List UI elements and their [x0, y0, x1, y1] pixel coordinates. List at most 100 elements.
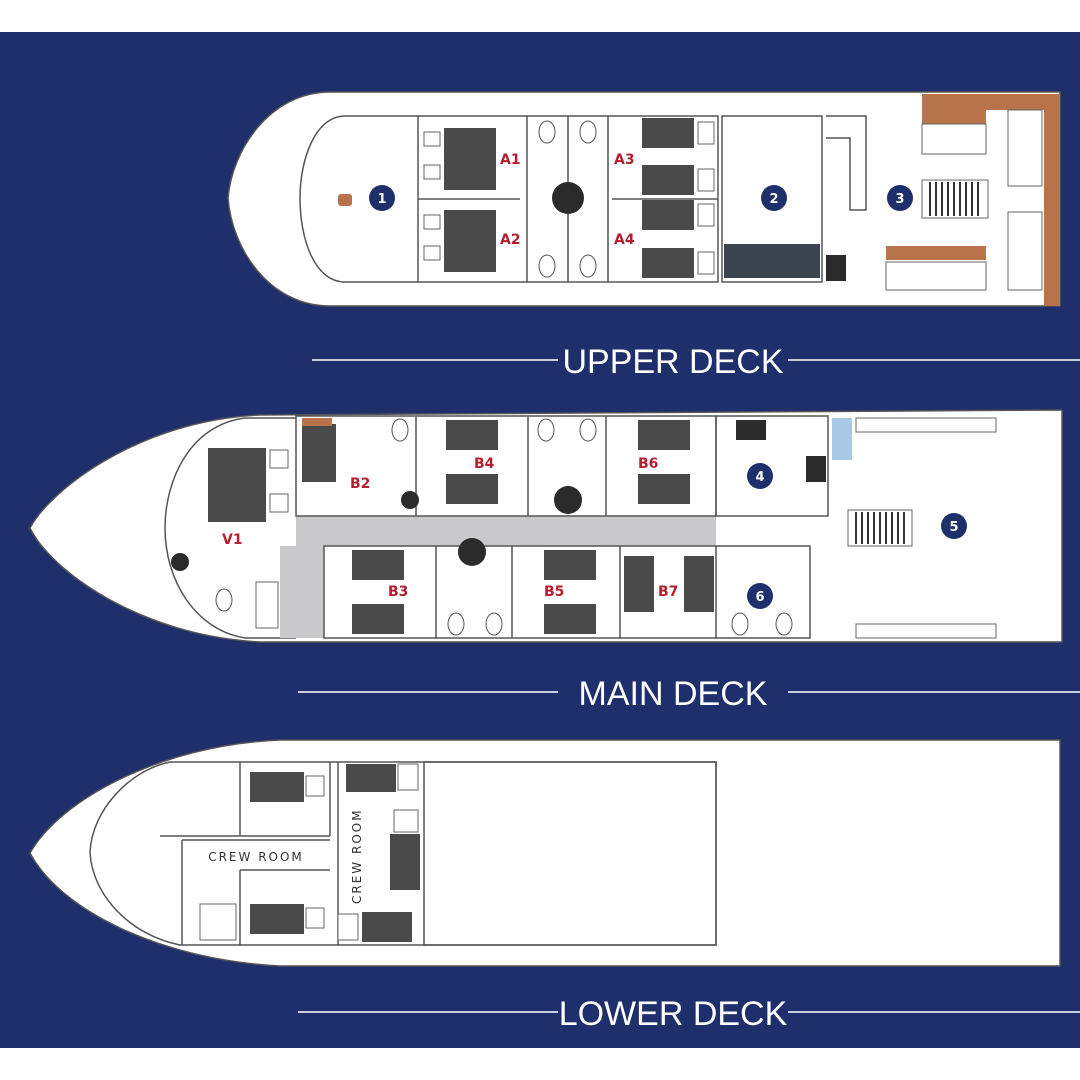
- stairs-steps: [929, 182, 979, 216]
- bed-headboard: [302, 418, 332, 426]
- marker-2: [761, 185, 787, 211]
- bed: [624, 556, 654, 612]
- pillow: [423, 131, 441, 147]
- bench: [855, 623, 997, 639]
- sofa-icon: [724, 244, 820, 278]
- pillow: [305, 907, 325, 929]
- corridor: [296, 516, 716, 546]
- deck-wood-rail: [922, 94, 1060, 306]
- marker-4-label: 4: [755, 470, 764, 485]
- cabin-label-b3: B3: [388, 584, 408, 600]
- toilet-icon: [485, 612, 503, 636]
- stairs-steps: [855, 512, 905, 544]
- toilet-icon: [579, 120, 597, 144]
- main-deck-title: MAIN DECK: [579, 675, 768, 713]
- main-deck: B2 B3 B4 B5 B6 B7 V1 4 5 6: [29, 409, 1063, 643]
- pillow: [423, 164, 441, 180]
- bed: [684, 556, 714, 612]
- marker-1-label: 1: [377, 192, 386, 207]
- pillow: [697, 203, 715, 227]
- cabin-label-b2: B2: [350, 476, 370, 492]
- cabin-label-b6: B6: [638, 456, 658, 472]
- bed: [638, 420, 690, 450]
- helm-icon: [338, 194, 352, 206]
- toilet-icon: [537, 418, 555, 442]
- shower-icon: [552, 182, 584, 214]
- sunbed: [922, 110, 986, 124]
- pillow: [697, 121, 715, 145]
- pillow: [697, 168, 715, 192]
- shower-icon: [458, 538, 486, 566]
- lower-deck-title: LOWER DECK: [559, 995, 788, 1033]
- marker-2-label: 2: [769, 192, 778, 207]
- toilet-icon: [731, 612, 749, 636]
- upper-bow-wall: [299, 115, 418, 283]
- bed: [544, 604, 596, 634]
- marker-3: [887, 185, 913, 211]
- crew-room-label-vertical: CREW ROOM: [350, 808, 364, 904]
- fridge-icon: [832, 418, 852, 460]
- pillow: [423, 214, 441, 230]
- main-bow-wall: [164, 417, 296, 639]
- bed: [642, 248, 694, 278]
- pillow: [305, 775, 325, 797]
- pillow: [269, 449, 289, 469]
- bed: [390, 834, 420, 890]
- toilet-icon: [775, 612, 793, 636]
- cabin-label-v1: V1: [222, 532, 243, 548]
- pillow: [397, 763, 419, 791]
- sunbed: [921, 123, 987, 155]
- bed: [352, 550, 404, 580]
- marker-4: [747, 463, 773, 489]
- toilet-icon: [538, 120, 556, 144]
- lower-deck: CREW ROOM CREW ROOM: [29, 739, 1061, 967]
- marker-5: [941, 513, 967, 539]
- lower-deck-hull: [29, 739, 1061, 967]
- upper-partition: [826, 115, 867, 211]
- bed: [642, 165, 694, 195]
- marker-5-label: 5: [949, 520, 958, 535]
- stairs-icon: [255, 581, 279, 629]
- bed: [250, 904, 304, 934]
- pillow: [337, 913, 359, 941]
- bed: [362, 912, 412, 942]
- main-aft-cabins: [323, 545, 811, 639]
- marker-1: [369, 185, 395, 211]
- bed: [444, 128, 496, 190]
- cabin-label-b4: B4: [474, 456, 495, 472]
- corridor: [280, 546, 324, 638]
- pillow: [697, 251, 715, 275]
- cabinet-icon: [826, 255, 846, 281]
- bed: [642, 200, 694, 230]
- stairs-icon: [199, 903, 237, 941]
- bed: [250, 772, 304, 802]
- toilet-icon: [391, 418, 409, 442]
- marker-6-label: 6: [755, 590, 764, 605]
- bed: [446, 420, 498, 450]
- bed: [208, 448, 266, 522]
- pillow: [423, 245, 441, 261]
- pillow: [269, 493, 289, 513]
- marker-6: [747, 583, 773, 609]
- engine-room: [423, 761, 717, 946]
- bed: [352, 604, 404, 634]
- sunbed: [886, 246, 986, 260]
- toilet-icon: [579, 418, 597, 442]
- sunbed: [885, 261, 987, 291]
- upper-deck-title: UPPER DECK: [562, 343, 783, 381]
- upper-deck: A1 A2 A3 A4 1 2 3: [227, 91, 1061, 307]
- sunbed: [1007, 109, 1043, 187]
- toilet-icon: [215, 588, 233, 612]
- bed: [302, 424, 336, 482]
- toilet-icon: [447, 612, 465, 636]
- shower-icon: [171, 553, 189, 571]
- bed: [444, 210, 496, 272]
- bed: [446, 474, 498, 504]
- cabin-label-b5: B5: [544, 584, 564, 600]
- cabin-label-b7: B7: [658, 584, 678, 600]
- sink-icon: [736, 420, 766, 440]
- cabin-label-a1: A1: [500, 152, 521, 168]
- cabin-label-a2: A2: [500, 232, 521, 248]
- bed: [638, 474, 690, 504]
